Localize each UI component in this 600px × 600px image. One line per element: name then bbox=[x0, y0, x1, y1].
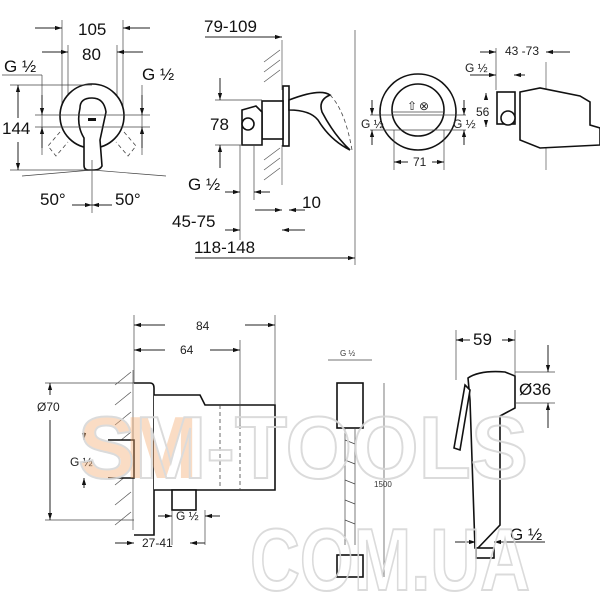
dim-height: 144 bbox=[2, 119, 30, 138]
thread-label: G ½ bbox=[510, 525, 542, 544]
thread-right-label: G ½ bbox=[453, 117, 476, 131]
dim-diameter-36: Ø36 bbox=[519, 380, 551, 399]
dim-length-84: 84 bbox=[196, 319, 210, 333]
hose-view: G ½ 1500 bbox=[328, 349, 392, 578]
svg-text:SM: SM bbox=[78, 398, 198, 497]
angle-right: 50° bbox=[115, 190, 141, 209]
thread-wall-label: G ½ bbox=[70, 455, 93, 469]
handshower-view: 59 Ø36 G ½ bbox=[453, 330, 555, 559]
box-front-view: ⇧ ⊗ G ½ G ½ 71 bbox=[361, 73, 476, 170]
thread-outlet-label: G ½ bbox=[176, 509, 199, 523]
dim-width-outer: 105 bbox=[78, 20, 106, 39]
holder-view: 84 64 Ø70 G ½ G ½ 27-41 bbox=[37, 315, 276, 550]
dim-width-59: 59 bbox=[473, 330, 492, 349]
thread-right-label: G ½ bbox=[142, 65, 174, 84]
thread-left-label: G ½ bbox=[4, 57, 36, 76]
mixer-side-view: 79-109 78 G ½ 45-75 10 118-148 bbox=[172, 17, 356, 265]
box-side-view: 43 -73 G ½ 56 bbox=[465, 44, 600, 170]
dim-depth-top: 79-109 bbox=[204, 17, 257, 36]
angle-left: 50° bbox=[40, 190, 66, 209]
dim-height-56: 56 bbox=[476, 105, 490, 119]
dim-diameter-70: Ø70 bbox=[37, 400, 60, 414]
arrow-up-icon: ⇧ bbox=[407, 99, 417, 113]
svg-text:SM-TOOLS: SM-TOOLS bbox=[78, 398, 528, 497]
dim-wall-27-41: 27-41 bbox=[142, 536, 173, 550]
dim-depth: 43 -73 bbox=[505, 44, 539, 58]
svg-text:COM.UA: COM.UA bbox=[250, 510, 530, 600]
hose-length: 1500 bbox=[374, 480, 392, 489]
dim-inner-64: 64 bbox=[180, 343, 194, 357]
watermark: SM SM-TOOLS COM.UA bbox=[77, 397, 531, 600]
dim-total: 118-148 bbox=[194, 238, 255, 257]
dim-width-71: 71 bbox=[413, 155, 427, 169]
valve-icon: ⊗ bbox=[419, 99, 429, 113]
thread-left-label: G ½ bbox=[361, 117, 384, 131]
thread-label: G ½ bbox=[340, 349, 355, 358]
dim-width-inner: 80 bbox=[82, 45, 101, 64]
thread-label: G ½ bbox=[188, 175, 220, 194]
mixer-front-view: 105 80 G ½ G ½ 144 50° 50° bbox=[2, 20, 174, 213]
thread-label: G ½ bbox=[465, 61, 488, 75]
dim-height-78: 78 bbox=[210, 115, 229, 134]
dim-plate: 10 bbox=[302, 193, 321, 212]
dim-wall: 45-75 bbox=[172, 212, 215, 231]
